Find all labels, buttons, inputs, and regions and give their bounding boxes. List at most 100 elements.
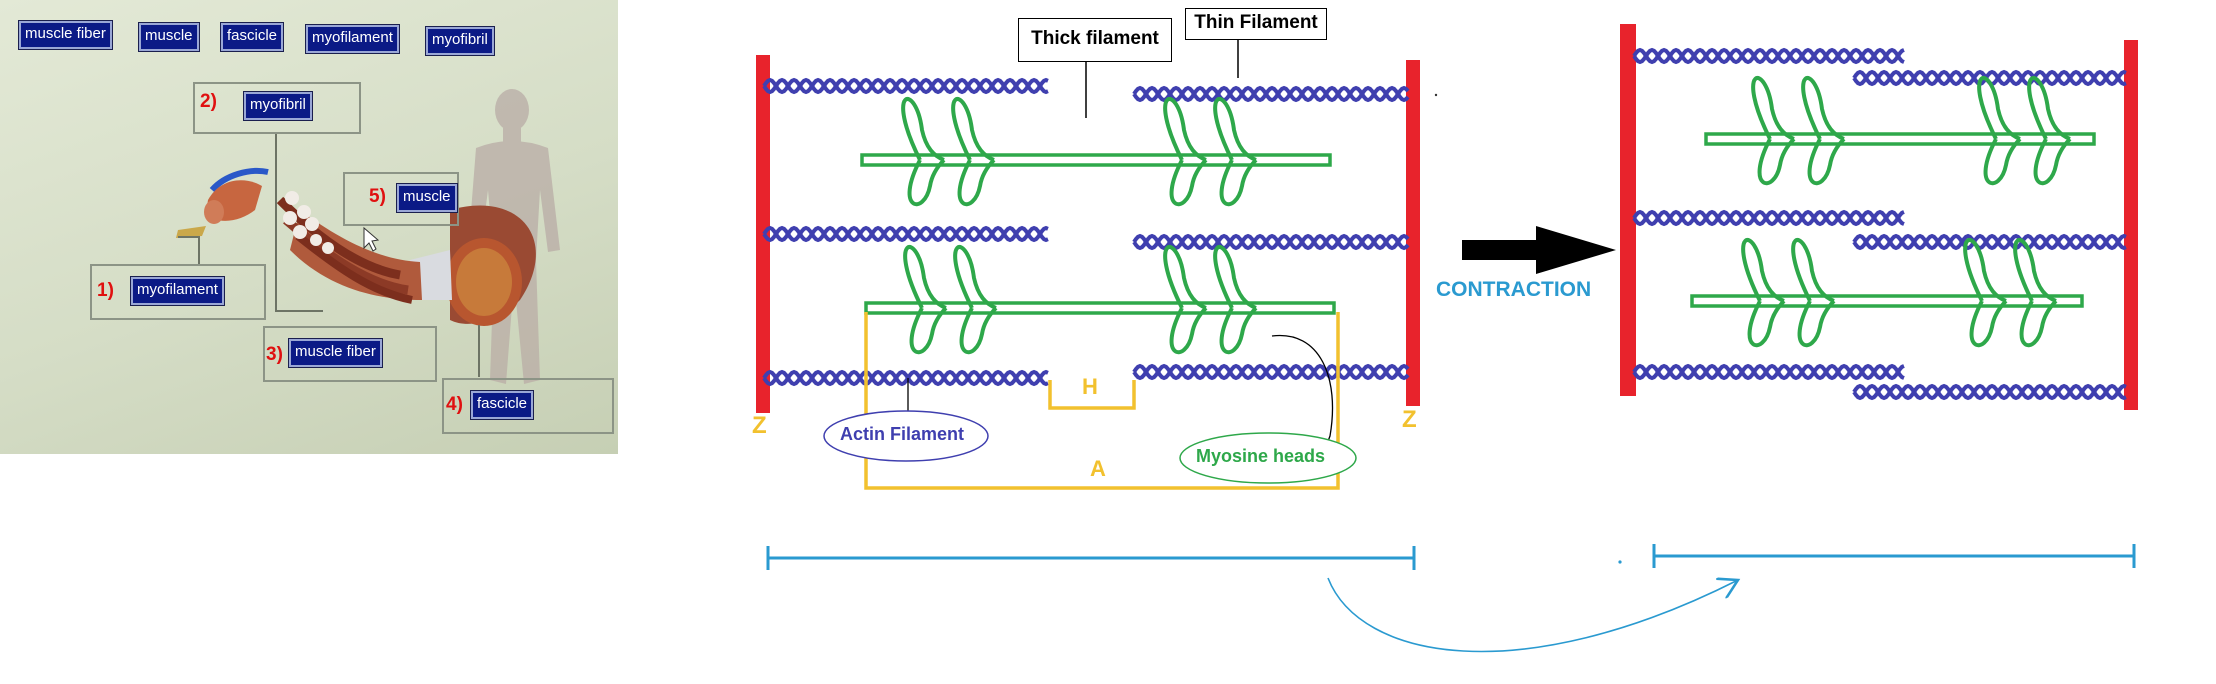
slot-1-answer[interactable]: myofilament (130, 276, 225, 306)
myosin-filaments (860, 76, 2096, 355)
myosin-head (1797, 299, 1836, 348)
slot-5[interactable] (343, 172, 459, 226)
actin-filament (1852, 233, 2127, 251)
myosin-head (1213, 97, 1257, 162)
length-measures (766, 544, 2136, 653)
actin-filament (1132, 85, 1410, 103)
thick-filament (1690, 294, 2084, 308)
a-band-label: A (1090, 456, 1106, 481)
myosin-head (909, 306, 948, 355)
connector-fascicle (478, 325, 480, 377)
thick-filament-label: Thick filament (1018, 18, 1172, 62)
z-line-right-label: Z (1402, 406, 1417, 433)
myosin-head (1977, 76, 2021, 141)
fascicle-bundle (276, 191, 422, 304)
muscle-anatomy-illustration (176, 89, 560, 384)
myosin-head (959, 306, 998, 355)
slot-5-answer[interactable]: muscle (396, 183, 458, 213)
actin-filament (1632, 363, 1905, 381)
actin-filament (1852, 383, 2127, 401)
h-band-bracket (1048, 380, 1136, 410)
myosin-head (1801, 76, 1845, 141)
slot-3-number: 3) (266, 344, 283, 365)
thick-filament (860, 153, 1332, 167)
myosine-label-ellipse (1179, 432, 1357, 484)
chip-muscle-fiber[interactable]: muscle fiber (18, 20, 113, 50)
actin-filament-label: Actin Filament (840, 424, 965, 444)
myosin-head (1983, 137, 2022, 186)
myosin-head (1741, 238, 1785, 303)
actin-label-ellipse (823, 410, 989, 462)
slot-1[interactable] (90, 264, 266, 320)
slot-5-number: 5) (369, 186, 386, 207)
myosin-head (2019, 299, 2058, 348)
slot-1-number: 1) (97, 280, 114, 301)
actin-filament (1632, 47, 1905, 65)
thin-filament-label: Thin Filament (1185, 8, 1327, 40)
connector-myofibril (275, 132, 277, 312)
myosin-head (903, 245, 947, 310)
shortening-arrow (1327, 578, 1738, 653)
myosin-head (1169, 158, 1208, 207)
z-line (1620, 24, 1636, 396)
slot-3-answer[interactable]: muscle fiber (288, 338, 383, 368)
slot-3[interactable] (263, 326, 437, 382)
chip-myofibril[interactable]: myofibril (425, 26, 495, 56)
actin-filament (1852, 69, 2127, 87)
myosin-head (951, 97, 995, 162)
slot-4-number: 4) (446, 394, 463, 415)
myosin-head (1169, 306, 1208, 355)
actin-filament (1632, 363, 1905, 381)
slot-2-number: 2) (200, 91, 217, 112)
actin-filaments (762, 47, 2127, 401)
slot-2-answer[interactable]: myofibril (243, 91, 313, 121)
myosine-heads-label: Myosine heads (1196, 446, 1326, 466)
myosin-head (1219, 158, 1258, 207)
actin-filament (762, 369, 1049, 387)
myosin-head (2013, 238, 2057, 303)
chip-myofilament[interactable]: myofilament (305, 24, 400, 54)
myosin-head (1163, 245, 1207, 310)
actin-filament (1632, 209, 1905, 227)
myosin-head (957, 158, 996, 207)
z-lines (756, 24, 2138, 413)
z-line (2124, 40, 2138, 410)
connector-myofibril-h (275, 310, 323, 312)
chip-muscle[interactable]: muscle (138, 22, 200, 52)
myosin-head (901, 97, 945, 162)
thick-filament (1704, 132, 2096, 146)
thick-filament (864, 301, 1336, 315)
dot-mark (1618, 560, 1622, 564)
myosin-head (953, 245, 997, 310)
contraction-arrow (1462, 226, 1616, 274)
muscle-fiber-strand (204, 167, 269, 224)
slot-2[interactable] (193, 82, 361, 134)
actin-filament (762, 77, 1049, 95)
myosin-head (2027, 76, 2071, 141)
z-line-left-label: Z (752, 412, 767, 439)
actin-filament (1132, 363, 1410, 381)
band-markers (864, 312, 1340, 490)
dot-mark (1434, 93, 1438, 97)
myosin-head (2033, 137, 2072, 186)
myosin-head (1163, 97, 1207, 162)
myosin-head (1213, 245, 1257, 310)
myosin-head (1963, 238, 2007, 303)
h-band-label: H (1082, 374, 1098, 399)
actin-filament (1132, 233, 1410, 251)
z-line (1406, 60, 1420, 406)
textbook-photo: muscle fiber muscle fascicle myofilament… (0, 0, 618, 454)
actin-filament (1632, 47, 1905, 65)
slot-4[interactable] (442, 378, 614, 434)
myosin-head (1791, 238, 1835, 303)
a-band-bracket (864, 312, 1340, 490)
actin-filament (762, 225, 1049, 243)
myosin-head (907, 158, 946, 207)
slot-4-answer[interactable]: fascicle (470, 390, 535, 420)
myosin-head (1219, 306, 1258, 355)
myosin-head (1747, 299, 1786, 348)
myosin-head (1751, 76, 1795, 141)
chip-fascicle[interactable]: fascicle (220, 22, 285, 52)
actin-filament (1852, 233, 2127, 251)
